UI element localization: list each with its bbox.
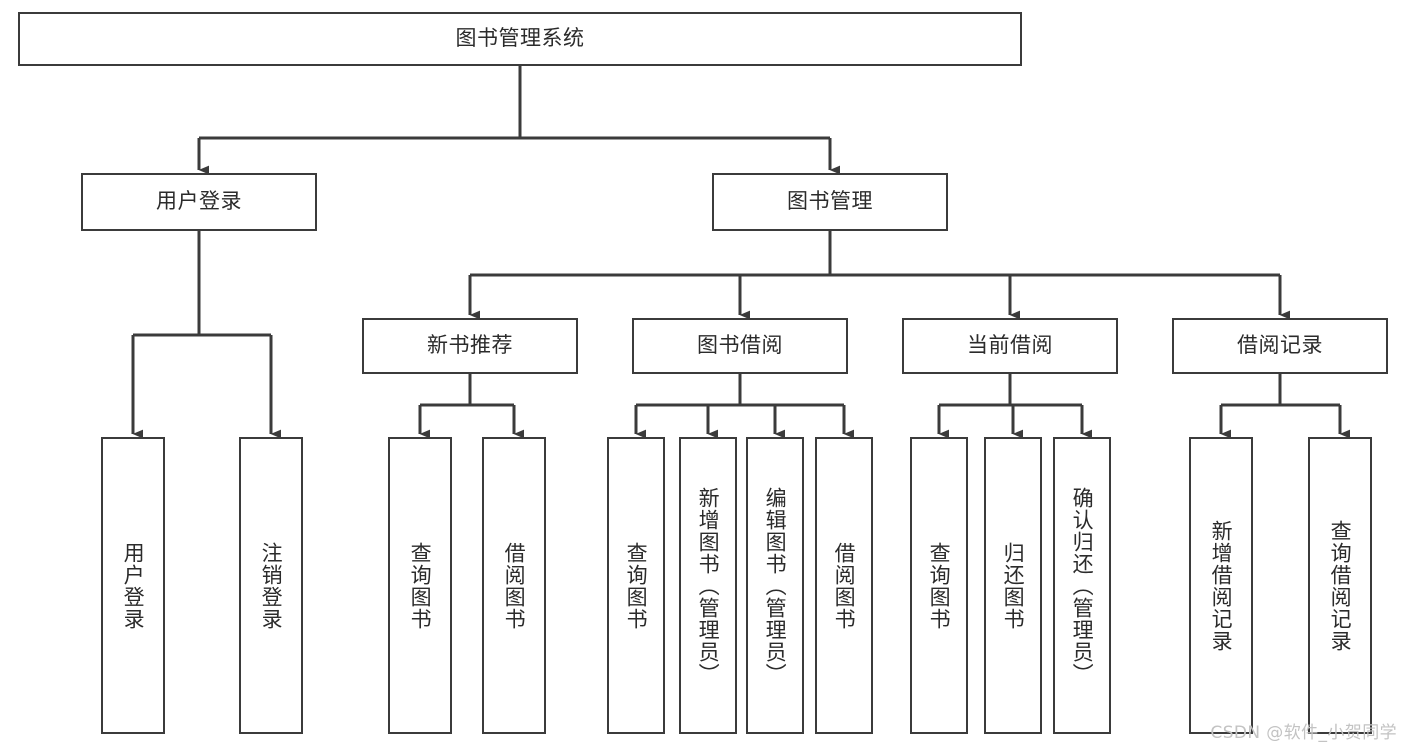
node-book-manage[interactable]: 图书管理 [712,173,948,231]
node-leaf-user-logout[interactable]: 注销登录 [239,437,303,734]
node-root[interactable]: 图书管理系统 [18,12,1022,66]
node-leaf-return-book[interactable]: 归还图书 [984,437,1042,734]
node-current-borrow-label: 当前借阅 [967,333,1053,358]
node-leaf-query-book-3-label: 查询图书 [927,541,952,630]
node-book-manage-label: 图书管理 [787,189,873,214]
node-leaf-edit-book-admin-label: 编辑图书（管理员） [763,486,788,685]
node-leaf-query-book-2[interactable]: 查询图书 [607,437,665,734]
node-leaf-edit-book-admin[interactable]: 编辑图书（管理员） [746,437,804,734]
node-borrow-record-label: 借阅记录 [1237,333,1323,358]
node-leaf-query-book-3[interactable]: 查询图书 [910,437,968,734]
node-leaf-query-borrow-record[interactable]: 查询借阅记录 [1308,437,1372,734]
node-leaf-user-login-label: 用户登录 [121,541,146,630]
node-borrow-record[interactable]: 借阅记录 [1172,318,1388,374]
node-leaf-query-book-1-label: 查询图书 [408,541,433,630]
node-leaf-borrow-book-2-label: 借阅图书 [832,541,857,630]
node-leaf-borrow-book-1-label: 借阅图书 [502,541,527,630]
node-leaf-query-book-1[interactable]: 查询图书 [388,437,452,734]
node-leaf-return-book-label: 归还图书 [1001,541,1026,630]
node-root-label: 图书管理系统 [455,26,585,51]
node-leaf-user-login[interactable]: 用户登录 [101,437,165,734]
node-leaf-query-book-2-label: 查询图书 [624,541,649,630]
node-current-borrow[interactable]: 当前借阅 [902,318,1118,374]
node-new-book-recommend[interactable]: 新书推荐 [362,318,578,374]
node-new-book-recommend-label: 新书推荐 [427,333,513,358]
node-book-borrow[interactable]: 图书借阅 [632,318,848,374]
node-leaf-confirm-return-admin[interactable]: 确认归还（管理员） [1053,437,1111,734]
node-leaf-add-borrow-record[interactable]: 新增借阅记录 [1189,437,1253,734]
node-leaf-add-book-admin-label: 新增图书（管理员） [696,486,721,685]
node-book-borrow-label: 图书借阅 [697,333,783,358]
node-leaf-add-book-admin[interactable]: 新增图书（管理员） [679,437,737,734]
node-leaf-user-logout-label: 注销登录 [259,541,284,630]
node-leaf-borrow-book-2[interactable]: 借阅图书 [815,437,873,734]
node-user-login[interactable]: 用户登录 [81,173,317,231]
node-user-login-label: 用户登录 [156,189,242,214]
node-leaf-confirm-return-admin-label: 确认归还（管理员） [1070,486,1095,685]
node-leaf-borrow-book-1[interactable]: 借阅图书 [482,437,546,734]
node-leaf-add-borrow-record-label: 新增借阅记录 [1209,519,1234,652]
node-leaf-query-borrow-record-label: 查询借阅记录 [1328,519,1353,652]
